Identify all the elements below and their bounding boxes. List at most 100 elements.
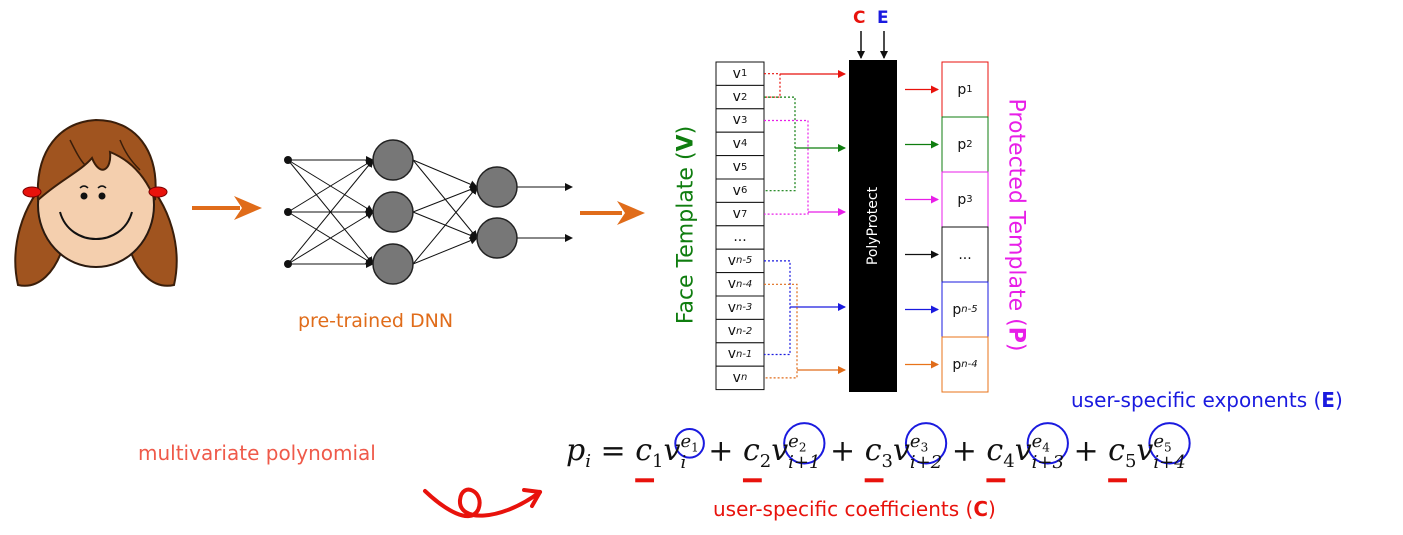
cell-subscript: 4 [740, 138, 748, 150]
face-template-cell-box [715, 365, 765, 391]
neural-network [284, 139, 573, 285]
cell-base: v [727, 346, 736, 363]
formula-exponent: e1 [680, 433, 698, 454]
coefficient-underline [635, 478, 655, 483]
nn-hidden-node [372, 191, 414, 233]
formula-coefficient-index: 1 [652, 451, 664, 473]
exponent-base: e [1031, 431, 1043, 452]
formula-variable-index: i+1 [788, 451, 821, 473]
connector-bracket [764, 260, 791, 356]
nn-edge [287, 211, 374, 265]
coefficient-underline [742, 478, 762, 483]
formula-plus: + [942, 433, 987, 469]
polyprotect-box [849, 60, 897, 392]
cell-base: p [957, 81, 967, 98]
nn-input-node [284, 208, 292, 216]
protected-template-cell-box [941, 171, 989, 228]
cell-base: v [732, 65, 741, 82]
input-c-label: C [853, 8, 866, 28]
cell-subscript: 7 [740, 208, 748, 220]
exponent-circle [1148, 422, 1191, 465]
formula-variable: v [1014, 433, 1032, 469]
exponent-base: e [788, 431, 799, 452]
exponent-index: 4 [1042, 440, 1050, 455]
cell-base: v [732, 182, 741, 199]
protected-template-cell: ... [942, 227, 988, 282]
exponent-circle [783, 422, 826, 465]
nn-hidden-node [476, 217, 518, 259]
exponent-circle [1026, 422, 1069, 465]
cell-subscript: n-4 [735, 278, 753, 290]
formula-coefficient: c [986, 433, 1004, 469]
formula-exponent: e5 [1153, 433, 1185, 454]
formula-coefficient-index: 3 [881, 451, 893, 473]
formula-coefficient: c [1108, 433, 1125, 469]
formula-coefficient: c [864, 433, 882, 469]
formula-marks [635, 422, 1191, 483]
formula-plus: + [820, 433, 865, 469]
nn-edge [412, 185, 478, 213]
cell-subscript: n-1 [735, 348, 753, 360]
cell-subscript: n-5 [961, 304, 978, 315]
formula-exponent: e2 [788, 433, 820, 454]
exponent-base: e [1153, 431, 1165, 452]
coefficient-underline [1108, 478, 1127, 483]
cell-subscript: n [740, 372, 748, 384]
formula-variable-index: i+3 [1031, 451, 1064, 473]
cell-base: v [732, 112, 741, 129]
exponent-index: 1 [691, 440, 699, 455]
nn-edge [287, 159, 374, 265]
polynomial-annotation: multivariate polynomial [138, 441, 376, 465]
exponents-annotation: user-specific exponents (E) [1071, 388, 1343, 412]
protected-template-cell-box [941, 336, 989, 393]
coefficient-underline [864, 478, 884, 483]
coefficient-underline [986, 478, 1006, 483]
exponent-index: 2 [798, 440, 807, 455]
exponent-circle [674, 428, 705, 459]
cell-subscript: n-2 [735, 325, 753, 337]
exponent-circle [904, 422, 948, 465]
formula-variable-index: i+2 [909, 451, 943, 473]
cell-base: v [727, 299, 736, 316]
formula-coefficient-index: 2 [759, 451, 772, 473]
nn-edge [412, 186, 478, 265]
cell-base: v [732, 206, 741, 223]
cell-base: v [732, 159, 741, 176]
exponent-index: 5 [1164, 440, 1172, 455]
face-template-title: Face Template (V) [673, 125, 699, 325]
cell-subscript: 1 [740, 68, 748, 80]
nn-hidden-node [372, 243, 414, 285]
formula-variable: v [1136, 433, 1154, 469]
formula-coefficient: c [635, 433, 653, 469]
exponent-index: 3 [920, 440, 929, 455]
cell-base: ... [958, 246, 972, 263]
input-e-label: E [877, 8, 889, 28]
formula-variable-index: i [680, 451, 687, 473]
cell-subscript: n-3 [735, 302, 753, 314]
formula-lhs: pi [566, 433, 591, 473]
cell-base: p [952, 301, 962, 318]
arrow-dnn-to-template [580, 201, 645, 225]
protected-template-cell-box [941, 61, 989, 118]
nn-edge [287, 159, 374, 213]
cell-base: p [952, 356, 962, 373]
